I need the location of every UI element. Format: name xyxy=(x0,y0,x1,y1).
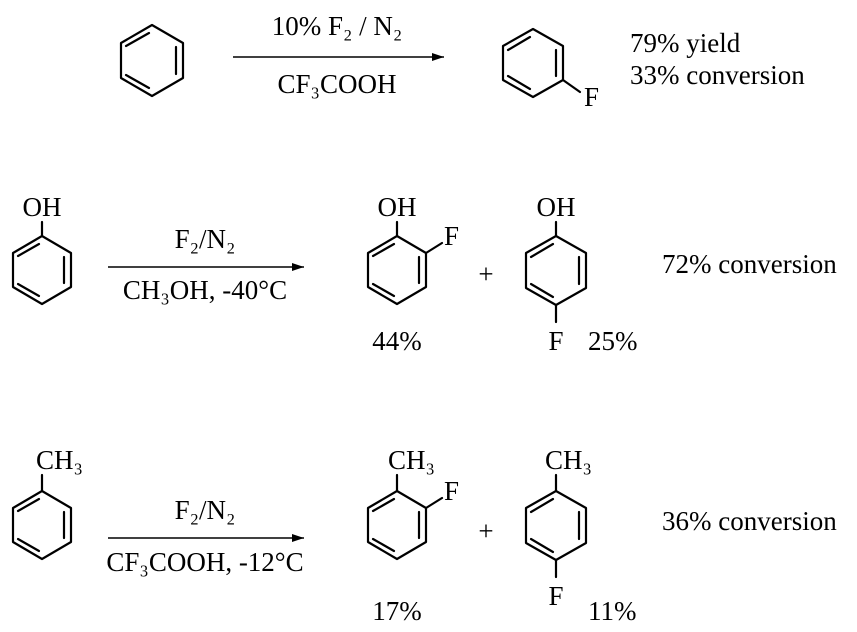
substituent-label: OH xyxy=(378,192,417,222)
product-percent: 44% xyxy=(372,326,422,356)
plus-sign: + xyxy=(478,259,493,289)
substituent-label: OH xyxy=(23,192,62,222)
conditions-above: F₂/N₂ xyxy=(175,224,236,254)
product-4-fluorotoluene: CH₃ F 11% xyxy=(524,445,637,626)
fluorine-label: F xyxy=(584,82,599,112)
product-2-fluorotoluene: CH₃ F 17% xyxy=(366,445,459,626)
plus-sign: + xyxy=(478,516,493,546)
conversion-text: 36% conversion xyxy=(662,506,837,536)
reactant-toluene: CH₃ xyxy=(11,445,83,561)
fluorine-label: F xyxy=(444,221,459,251)
reactant-phenol: OH xyxy=(11,192,73,306)
conversion-text: 72% conversion xyxy=(662,249,837,279)
reaction-2: OH F₂/N₂ CH₃OH, -40°C OH F 44% + OH xyxy=(11,192,837,356)
reaction-1: 10% F₂ / N₂ CF₃COOH F 79% yield 33% conv… xyxy=(119,11,805,112)
substituent-label: CH₃ xyxy=(545,445,592,475)
product-percent: 17% xyxy=(372,596,422,626)
product-fluorobenzene: F xyxy=(501,27,599,112)
fluorine-label: F xyxy=(548,581,563,611)
reaction-3: CH₃ F₂/N₂ CF₃COOH, -12°C CH₃ F 17% + CH₃ xyxy=(11,445,837,626)
conditions-below: CF₃COOH, -12°C xyxy=(106,547,303,577)
product-4-fluorophenol: OH F 25% xyxy=(524,192,638,356)
conditions-above: 10% F₂ / N₂ xyxy=(272,11,403,41)
product-percent: 11% xyxy=(588,596,637,626)
conditions-below: CH₃OH, -40°C xyxy=(123,275,287,305)
substituent-label: CH₃ xyxy=(388,445,435,475)
conditions-below: CF₃COOH xyxy=(278,69,397,99)
fluorine-label: F xyxy=(548,326,563,356)
fluorine-label: F xyxy=(444,476,459,506)
substituent-label: CH₃ xyxy=(36,445,83,475)
yield-text: 79% yield xyxy=(630,28,741,58)
reactant-benzene xyxy=(119,23,185,98)
conversion-text: 33% conversion xyxy=(630,60,805,90)
substituent-label: OH xyxy=(537,192,576,222)
product-2-fluorophenol: OH F 44% xyxy=(366,192,459,356)
product-percent: 25% xyxy=(588,326,638,356)
conditions-above: F₂/N₂ xyxy=(175,495,236,525)
